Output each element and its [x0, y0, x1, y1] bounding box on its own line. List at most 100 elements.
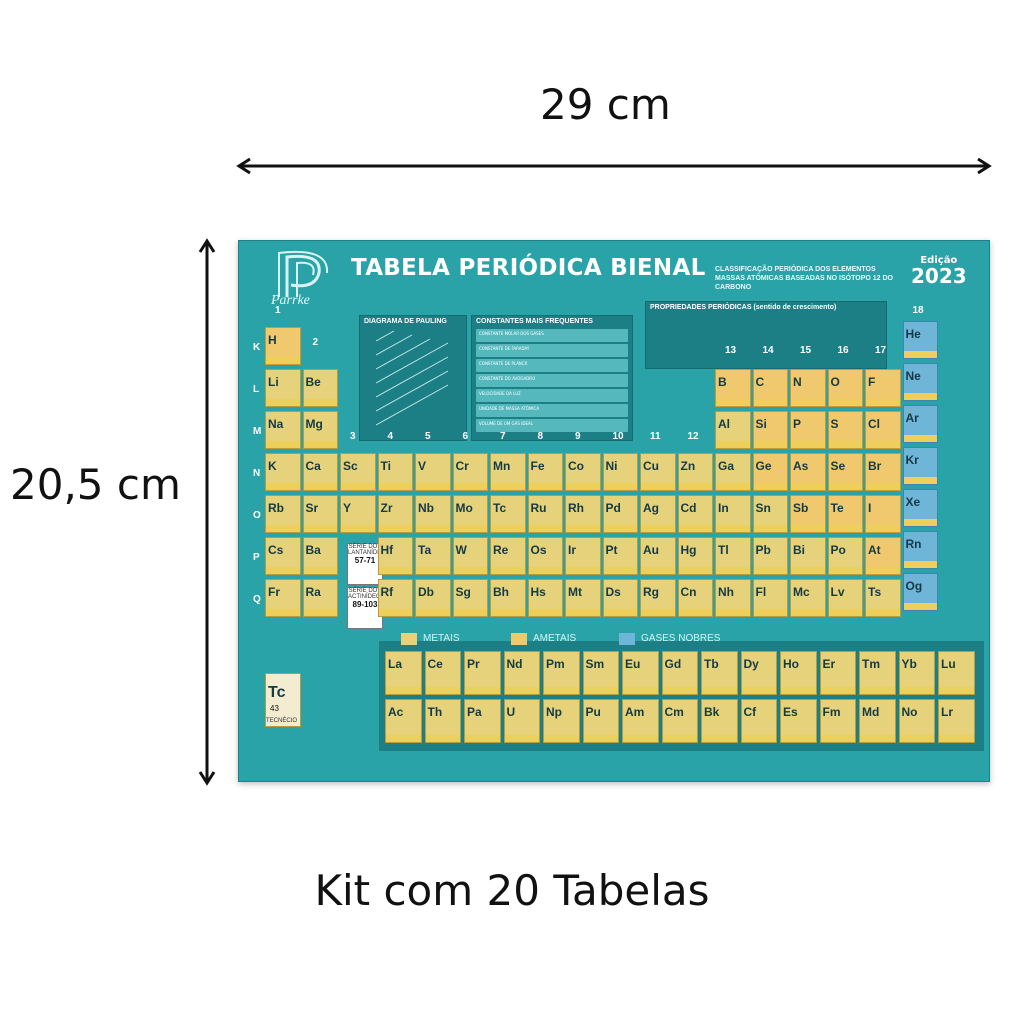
element-name-strip [866, 483, 900, 490]
element-symbol: Ts [868, 585, 882, 599]
element-symbol: Ti [380, 459, 391, 473]
brand-name: Parrke [271, 293, 310, 308]
element-name-strip [791, 399, 825, 406]
element-symbol: Rh [568, 501, 584, 515]
element-name-strip [378, 525, 412, 532]
element-name-strip [623, 735, 658, 742]
element-cell: Pr [464, 651, 501, 695]
element-symbol: Pm [546, 657, 565, 671]
element-name-strip [341, 483, 375, 490]
element-symbol: Ba [305, 543, 321, 557]
element-symbol: H [268, 333, 277, 347]
element-cell: Bk [701, 699, 738, 743]
lanthanide-series-range: 57-71 [354, 556, 376, 565]
element-cell: Os [527, 537, 563, 575]
element-cell: Mc [790, 579, 826, 617]
element-name-strip [716, 483, 750, 490]
element-name-strip [453, 609, 487, 616]
element-symbol: Si [755, 417, 767, 431]
element-symbol: Th [427, 705, 443, 719]
element-name-strip [416, 567, 450, 574]
element-name-strip [828, 609, 862, 616]
element-cell: Tb [701, 651, 738, 695]
element-name-strip [303, 567, 337, 574]
poster-title: TABELA PERIÓDICA BIENAL [351, 255, 706, 281]
element-symbol: Og [905, 579, 923, 593]
element-name-strip [716, 441, 750, 448]
periodic-table-poster: Parrke TABELA PERIÓDICA BIENAL CLASSIFIC… [238, 240, 990, 782]
element-name-strip [266, 567, 300, 574]
element-cell: Zn [677, 453, 713, 491]
element-name-strip [866, 525, 900, 532]
element-name-strip [491, 525, 525, 532]
element-name-strip [544, 735, 579, 742]
noble-swatch [619, 633, 635, 645]
period-letter: Q [253, 594, 261, 605]
example-element-key: Tc 43 TECNÉCIO [265, 673, 301, 727]
element-cell: Db [415, 579, 451, 617]
element-cell: Ag [640, 495, 676, 533]
element-symbol: Be [305, 375, 321, 389]
element-name-strip [753, 399, 787, 406]
element-name-strip [828, 483, 862, 490]
element-cell: Hs [527, 579, 563, 617]
element-symbol: He [905, 327, 921, 341]
element-symbol: Ru [530, 501, 547, 515]
element-cell: Th [424, 699, 461, 743]
element-cell: Ra [302, 579, 338, 617]
element-name-strip [416, 483, 450, 490]
constant-row: CONSTANTE DO AVOGADRO [476, 374, 628, 387]
element-cell: Ga [715, 453, 751, 491]
element-symbol: Re [493, 543, 509, 557]
element-cell: O [827, 369, 863, 407]
metals-swatch [401, 633, 417, 645]
group-number: 18 [912, 305, 924, 316]
element-cell: Nb [415, 495, 451, 533]
element-symbol: Ac [388, 705, 404, 719]
element-symbol: Mt [568, 585, 582, 599]
group-number: 12 [687, 431, 699, 442]
constants-header: CONSTANTES MAIS FREQUENTES [476, 318, 593, 325]
element-symbol: Yb [901, 657, 917, 671]
constant-row: CONSTANTE DE PLANCK [476, 359, 628, 372]
element-symbol: Pb [755, 543, 771, 557]
edition-year: 2023 [911, 264, 967, 288]
element-symbol: Hs [530, 585, 546, 599]
nonmetals-swatch [511, 633, 527, 645]
element-cell: Es [780, 699, 817, 743]
element-name-strip [791, 567, 825, 574]
element-cell: Cf [740, 699, 777, 743]
element-name-strip [528, 483, 562, 490]
period-letter: M [253, 426, 262, 437]
element-cell: Cd [677, 495, 713, 533]
element-symbol: Cf [743, 705, 757, 719]
element-name-strip [623, 687, 658, 694]
element-name-strip [741, 687, 776, 694]
element-cell: Ts [865, 579, 901, 617]
element-symbol: Es [783, 705, 798, 719]
element-cell: Rb [265, 495, 301, 533]
element-symbol: Ca [305, 459, 321, 473]
element-cell: Bh [490, 579, 526, 617]
element-symbol: Au [643, 543, 659, 557]
element-name-strip [791, 483, 825, 490]
element-name-strip [266, 525, 300, 532]
element-name-strip [378, 567, 412, 574]
element-symbol: Bh [493, 585, 509, 599]
element-cell: Er [819, 651, 856, 695]
element-symbol: O [830, 375, 840, 389]
element-symbol: Eu [625, 657, 641, 671]
element-cell: Tl [715, 537, 751, 575]
element-cell: He [902, 321, 938, 359]
element-cell: Ds [602, 579, 638, 617]
element-name-strip [266, 357, 300, 364]
element-cell: Lv [827, 579, 863, 617]
element-name-strip [866, 399, 900, 406]
element-name-strip [641, 483, 675, 490]
element-name-strip [791, 525, 825, 532]
element-cell: Mt [565, 579, 601, 617]
element-name-strip [903, 603, 937, 610]
constant-label: CONSTANTE MOLAR DOS GASES [479, 331, 544, 336]
element-name-strip [453, 525, 487, 532]
element-name-strip [453, 567, 487, 574]
